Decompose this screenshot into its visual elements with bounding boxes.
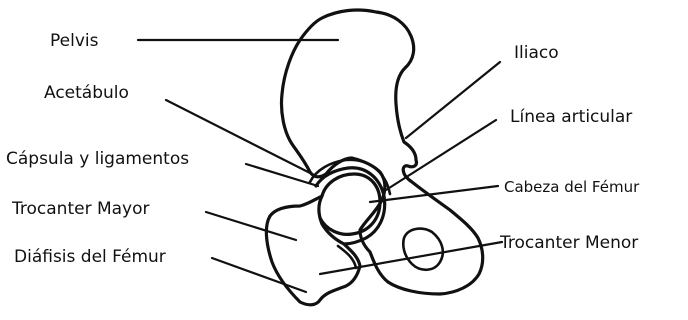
label-iliaco: Iliaco (514, 43, 559, 63)
obturator-foramen-outline (403, 229, 443, 270)
femoral-head-outline (320, 174, 380, 234)
leader-diafisis (212, 258, 306, 292)
femur-outline (266, 196, 360, 305)
label-acetabulo: Acetábulo (44, 83, 129, 103)
label-diafisis: Diáfisis del Fémur (14, 247, 166, 267)
leader-linea-articular (386, 120, 496, 190)
leader-trocanter-mayor (206, 212, 296, 240)
label-trocanter-menor: Trocanter Menor (499, 233, 638, 253)
label-cabeza-femur: Cabeza del Fémur (504, 178, 640, 196)
label-capsula: Cápsula y ligamentos (6, 149, 189, 169)
label-pelvis: Pelvis (50, 31, 99, 51)
label-linea-articular: Línea articular (510, 107, 632, 127)
lesser-trochanter-outline (338, 246, 356, 268)
label-trocanter-mayor: Trocanter Mayor (11, 199, 150, 219)
